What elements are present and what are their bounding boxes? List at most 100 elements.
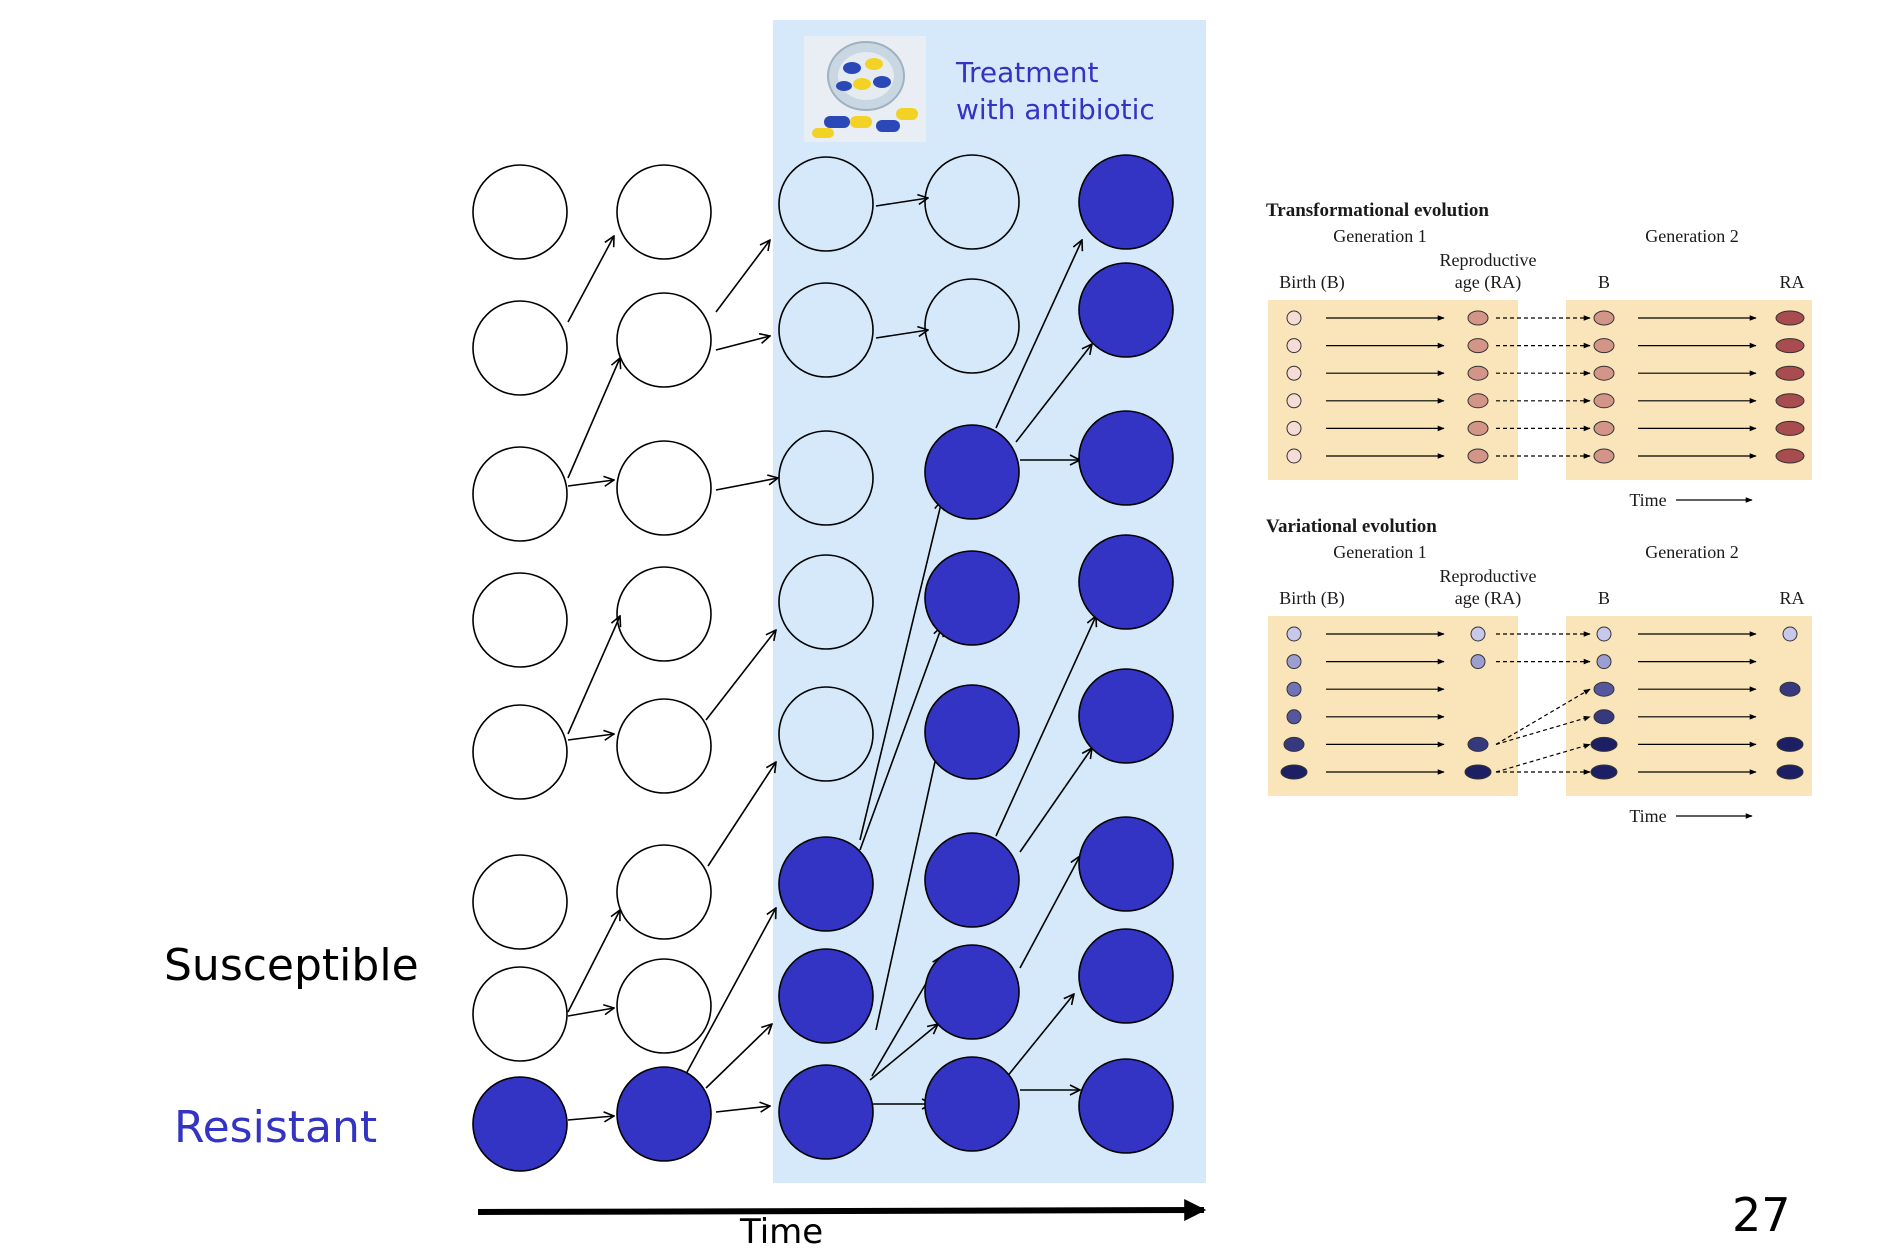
b-label: B xyxy=(1598,588,1610,608)
susceptible-label: Susceptible xyxy=(164,940,419,991)
susceptible-cell xyxy=(616,164,712,260)
lineage-arrow xyxy=(995,240,1082,429)
lineage-arrow xyxy=(567,358,620,479)
panel-time-label: Time xyxy=(1629,490,1666,510)
resistant-cell xyxy=(1078,410,1174,506)
lineage-arrow xyxy=(567,480,614,486)
ra-label: RA xyxy=(1779,588,1804,608)
lineage-arrow xyxy=(707,762,776,867)
offspring-reproductive-cell xyxy=(1782,626,1798,642)
reproductive-age-label-2: age (RA) xyxy=(1455,272,1521,293)
treatment-label: Treatment with antibiotic xyxy=(956,54,1155,128)
resistant-label: Resistant xyxy=(174,1102,378,1153)
birth-cell xyxy=(1280,764,1308,780)
reproductive-cell xyxy=(1470,654,1486,670)
offspring-reproductive-cell xyxy=(1775,393,1805,409)
reproductive-cell xyxy=(1467,448,1489,464)
reproductive-cell xyxy=(1467,365,1489,381)
resistant-cell xyxy=(778,836,874,932)
offspring-reproductive-cell xyxy=(1775,420,1805,436)
susceptible-cell xyxy=(616,440,712,536)
lineage-arrow xyxy=(685,908,776,1075)
offspring-cell xyxy=(1590,736,1618,752)
offspring-cell xyxy=(1593,448,1615,464)
lineage-arrow xyxy=(705,1024,772,1089)
lineage-arrow xyxy=(567,1008,614,1017)
susceptible-cell xyxy=(472,854,568,950)
resistant-cell xyxy=(472,1076,568,1172)
page-number: 27 xyxy=(1732,1188,1791,1242)
susceptible-cell xyxy=(616,698,712,794)
susceptible-cell xyxy=(472,164,568,260)
lineage-arrow xyxy=(567,910,620,1013)
reproductive-cell xyxy=(1467,338,1489,354)
panel-title: Transformational evolution xyxy=(1266,200,1489,221)
resistant-cell xyxy=(924,424,1020,520)
lineage-arrow xyxy=(1015,344,1092,443)
generation-1-label: Generation 1 xyxy=(1333,542,1426,562)
ra-label: RA xyxy=(1779,272,1804,292)
treatment-label-line1: Treatment xyxy=(956,56,1099,89)
susceptible-cell xyxy=(472,446,568,542)
lineage-arrow xyxy=(1005,994,1074,1079)
birth-label: Birth (B) xyxy=(1279,588,1345,609)
generation-2-label: Generation 2 xyxy=(1645,226,1738,246)
offspring-cell xyxy=(1590,764,1618,780)
lineage-arrows xyxy=(567,198,1096,1120)
generation-2-label: Generation 2 xyxy=(1645,542,1738,562)
susceptible-cell xyxy=(472,966,568,1062)
time-axis-label: Time xyxy=(740,1212,824,1252)
birth-cell xyxy=(1286,709,1302,725)
offspring-reproductive-cell xyxy=(1775,448,1805,464)
resistant-cell xyxy=(1078,534,1174,630)
susceptible-cell xyxy=(472,300,568,396)
reproductive-cell xyxy=(1467,736,1489,752)
offspring-cell xyxy=(1593,393,1615,409)
reproduction-link xyxy=(1495,743,1591,773)
lineage-arrow xyxy=(869,1024,938,1081)
lineage-arrow xyxy=(567,236,614,323)
resistant-cell xyxy=(778,1064,874,1160)
susceptible-cell xyxy=(778,282,874,378)
reproductive-cell xyxy=(1467,393,1489,409)
birth-cell xyxy=(1286,626,1302,642)
susceptible-cell xyxy=(924,154,1020,250)
offspring-reproductive-cell xyxy=(1775,365,1805,381)
bacteria-cells xyxy=(472,154,1174,1172)
resistant-cell xyxy=(778,948,874,1044)
susceptible-cell xyxy=(778,430,874,526)
antibiotic-pills-icon xyxy=(804,36,926,142)
lineage-arrow xyxy=(875,198,928,207)
lineage-arrow xyxy=(875,730,942,1031)
lineage-arrow xyxy=(567,1116,614,1120)
resistant-cell xyxy=(1078,668,1174,764)
lineage-arrow xyxy=(875,330,928,339)
susceptible-cell xyxy=(616,566,712,662)
offspring-reproductive-cell xyxy=(1779,681,1801,697)
offspring-cell xyxy=(1593,338,1615,354)
lineage-arrow xyxy=(715,478,778,491)
birth-cell xyxy=(1286,365,1302,381)
lineage-arrow xyxy=(1019,748,1092,853)
offspring-cell xyxy=(1593,709,1615,725)
susceptible-cell xyxy=(778,686,874,782)
lineage-arrow xyxy=(567,616,620,735)
b-label: B xyxy=(1598,272,1610,292)
susceptible-cell xyxy=(924,278,1020,374)
reproductive-cell xyxy=(1467,420,1489,436)
resistant-cell xyxy=(924,832,1020,928)
offspring-cell xyxy=(1593,420,1615,436)
susceptible-cell xyxy=(616,292,712,388)
resistant-cell xyxy=(924,684,1020,780)
susceptible-cell xyxy=(616,844,712,940)
birth-cell xyxy=(1286,448,1302,464)
susceptible-cell xyxy=(778,156,874,252)
lineage-arrow xyxy=(567,734,614,740)
treatment-label-line2: with antibiotic xyxy=(956,93,1155,126)
lineage-arrow xyxy=(1019,856,1080,969)
lineage-arrow xyxy=(715,336,770,351)
offspring-reproductive-cell xyxy=(1776,764,1804,780)
